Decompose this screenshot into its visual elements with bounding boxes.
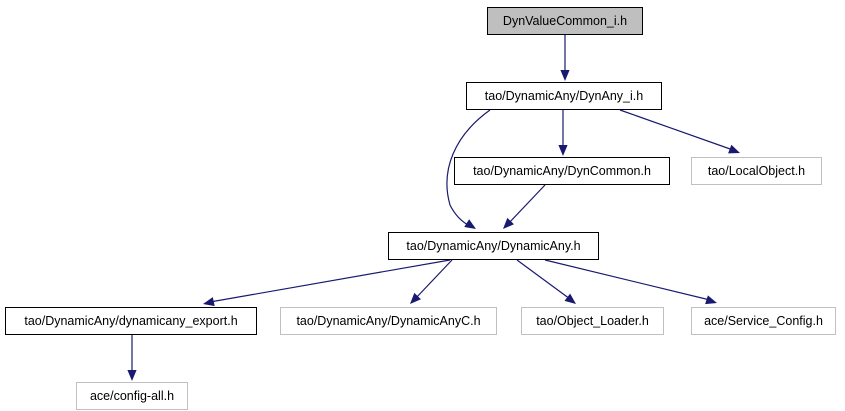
graph-arrowhead-dynamicany_export-to-config_all bbox=[127, 370, 137, 381]
graph-node-dynvaluecommon_i[interactable]: DynValueCommon_i.h bbox=[487, 7, 643, 35]
graph-node-service_config[interactable]: ace/Service_Config.h bbox=[691, 307, 836, 335]
graph-node-object_loader[interactable]: tao/Object_Loader.h bbox=[521, 307, 664, 335]
graph-edge-dynamicany-to-dynamicanyc bbox=[414, 259, 453, 300]
graph-arrowhead-dynany_i-to-dyncommon bbox=[558, 145, 568, 156]
graph-arrowhead-dynany_i-to-localobject bbox=[728, 144, 740, 154]
graph-node-label: ace/config-all.h bbox=[89, 388, 175, 403]
graph-node-dynany_i[interactable]: tao/DynamicAny/DynAny_i.h bbox=[466, 82, 662, 110]
graph-arrowhead-dynamicany-to-dynamicany_export bbox=[203, 297, 215, 307]
graph-arrowhead-dynany_i-to-dynamicany bbox=[464, 219, 476, 229]
graph-node-dynamicany_export[interactable]: tao/DynamicAny/dynamicany_export.h bbox=[5, 307, 257, 335]
graph-node-label: tao/Object_Loader.h bbox=[536, 313, 649, 328]
graph-node-config_all[interactable]: ace/config-all.h bbox=[76, 382, 188, 410]
graph-node-label: tao/DynamicAny/dynamicany_export.h bbox=[24, 313, 238, 328]
graph-arrowhead-dynamicany-to-dynamicanyc bbox=[410, 292, 421, 304]
graph-node-label: tao/DynamicAny/DynAny_i.h bbox=[484, 88, 644, 103]
graph-arrowhead-dynamicany-to-service_config bbox=[705, 295, 717, 305]
graph-edge-dynamicany-to-dynamicany_export bbox=[209, 259, 451, 303]
graph-edge-dynamicany-to-service_config bbox=[544, 259, 711, 301]
graph-node-localobject[interactable]: tao/LocalObject.h bbox=[691, 157, 822, 185]
graph-edge-dyncommon-to-dynamicany bbox=[507, 184, 546, 225]
graph-node-label: tao/DynamicAny/DynamicAny.h bbox=[406, 238, 581, 253]
graph-node-dynamicany[interactable]: tao/DynamicAny/DynamicAny.h bbox=[388, 232, 599, 260]
graph-node-label: ace/Service_Config.h bbox=[704, 313, 823, 328]
graph-arrowhead-dynamicany-to-object_loader bbox=[564, 293, 576, 304]
graph-node-label: tao/DynamicAny/DynamicAnyC.h bbox=[296, 313, 481, 328]
graph-node-label: DynValueCommon_i.h bbox=[502, 13, 628, 28]
graph-arrowhead-dynvaluecommon_i-to-dynany_i bbox=[560, 70, 570, 81]
graph-arrowhead-dyncommon-to-dynamicany bbox=[503, 217, 514, 229]
graph-node-label: tao/DynamicAny/DynCommon.h bbox=[473, 163, 651, 178]
graph-edge-dynany_i-to-dynamicany bbox=[446, 109, 491, 227]
graph-node-label: tao/LocalObject.h bbox=[707, 163, 806, 178]
graph-edge-dynamicany-to-object_loader bbox=[516, 259, 571, 300]
graph-node-dynamicanyc[interactable]: tao/DynamicAny/DynamicAnyC.h bbox=[280, 307, 497, 335]
graph-edge-dynany_i-to-localobject bbox=[619, 109, 734, 151]
graph-node-dyncommon[interactable]: tao/DynamicAny/DynCommon.h bbox=[454, 157, 670, 185]
